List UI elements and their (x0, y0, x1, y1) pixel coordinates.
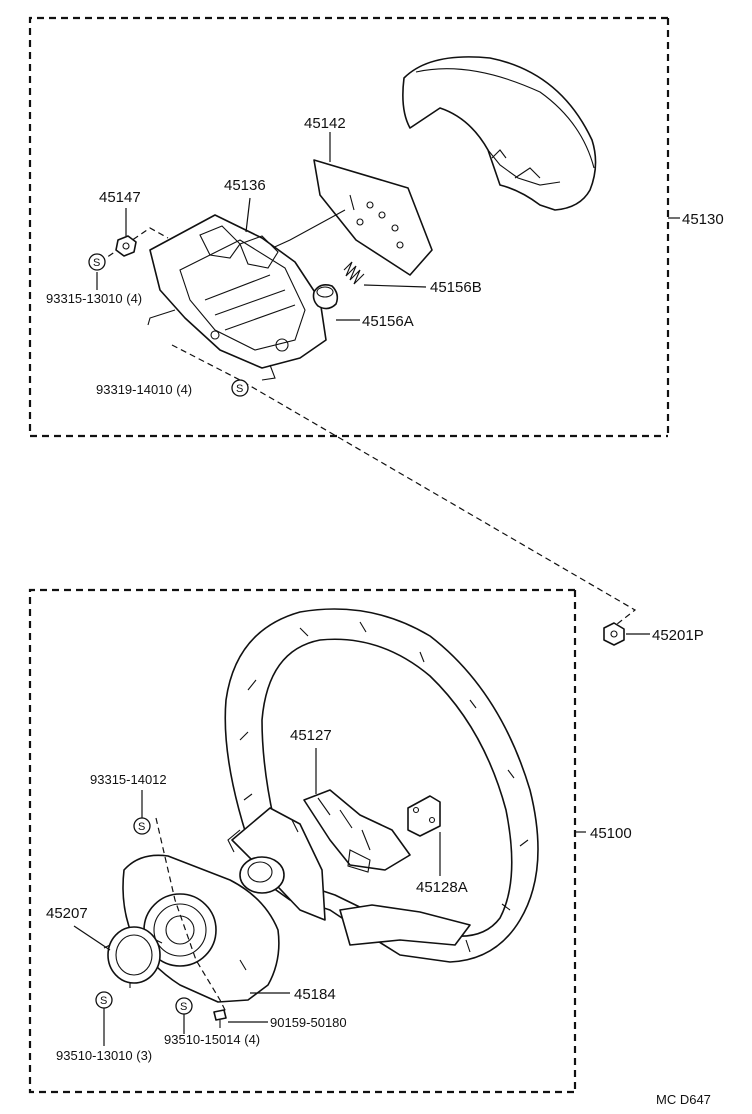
s-symbol-icon: S (88, 253, 106, 271)
svg-text:S: S (138, 821, 145, 833)
s-symbol-icon: S (175, 997, 193, 1015)
label-45201P: 45201P (652, 627, 704, 644)
label-assembly-45100: 45100 (590, 825, 632, 842)
lower-group-frame (28, 588, 577, 1094)
label-45207: 45207 (46, 905, 88, 922)
horn-bracket-45136-illustration (147, 214, 327, 381)
label-93315-13010: 93315-13010 (4) (46, 291, 142, 306)
label-45136: 45136 (224, 177, 266, 194)
label-assembly-45130: 45130 (682, 211, 724, 228)
label-93510-13010: 93510-13010 (3) (56, 1048, 152, 1063)
steering-wheel-illustration (224, 608, 539, 963)
label-93510-15014: 93510-15014 (4) (164, 1032, 260, 1047)
svg-text:S: S (180, 1001, 187, 1013)
label-45142: 45142 (304, 115, 346, 132)
label-45127: 45127 (290, 727, 332, 744)
bolt-90159-50180-illustration (213, 1009, 227, 1028)
svg-text:S: S (93, 257, 100, 269)
label-93315-14012: 93315-14012 (90, 772, 167, 787)
horn-pad-cover-illustration (402, 56, 597, 211)
s-symbol-icon: S (95, 991, 113, 1009)
plate-45142-illustration (267, 159, 433, 276)
footer-code: MC D647 (656, 1092, 711, 1107)
upper-group-frame (28, 16, 670, 438)
label-45156A: 45156A (362, 313, 414, 330)
label-45156B: 45156B (430, 279, 482, 296)
label-45184: 45184 (294, 986, 336, 1003)
svg-text:S: S (236, 383, 243, 395)
s-symbol-icon: S (133, 817, 151, 835)
connection-leader-dashed (171, 344, 637, 629)
label-90159-50180: 90159-50180 (270, 1015, 347, 1030)
nut-45201P-illustration (603, 622, 625, 646)
bracket-45128A-illustration (407, 795, 441, 837)
nut-45147-illustration (115, 235, 137, 257)
svg-text:S: S (100, 995, 107, 1007)
ring-45207-illustration (103, 926, 163, 988)
label-93319-14010: 93319-14010 (4) (96, 382, 192, 397)
label-45147: 45147 (99, 189, 141, 206)
cap-45156A-illustration (312, 284, 339, 310)
s-symbol-icon: S (231, 379, 249, 397)
bracket-45127-illustration (303, 789, 411, 873)
label-45128A: 45128A (416, 879, 468, 896)
spring-45156B-illustration (343, 261, 365, 285)
wheel-pad-45184-illustration (122, 854, 280, 1003)
